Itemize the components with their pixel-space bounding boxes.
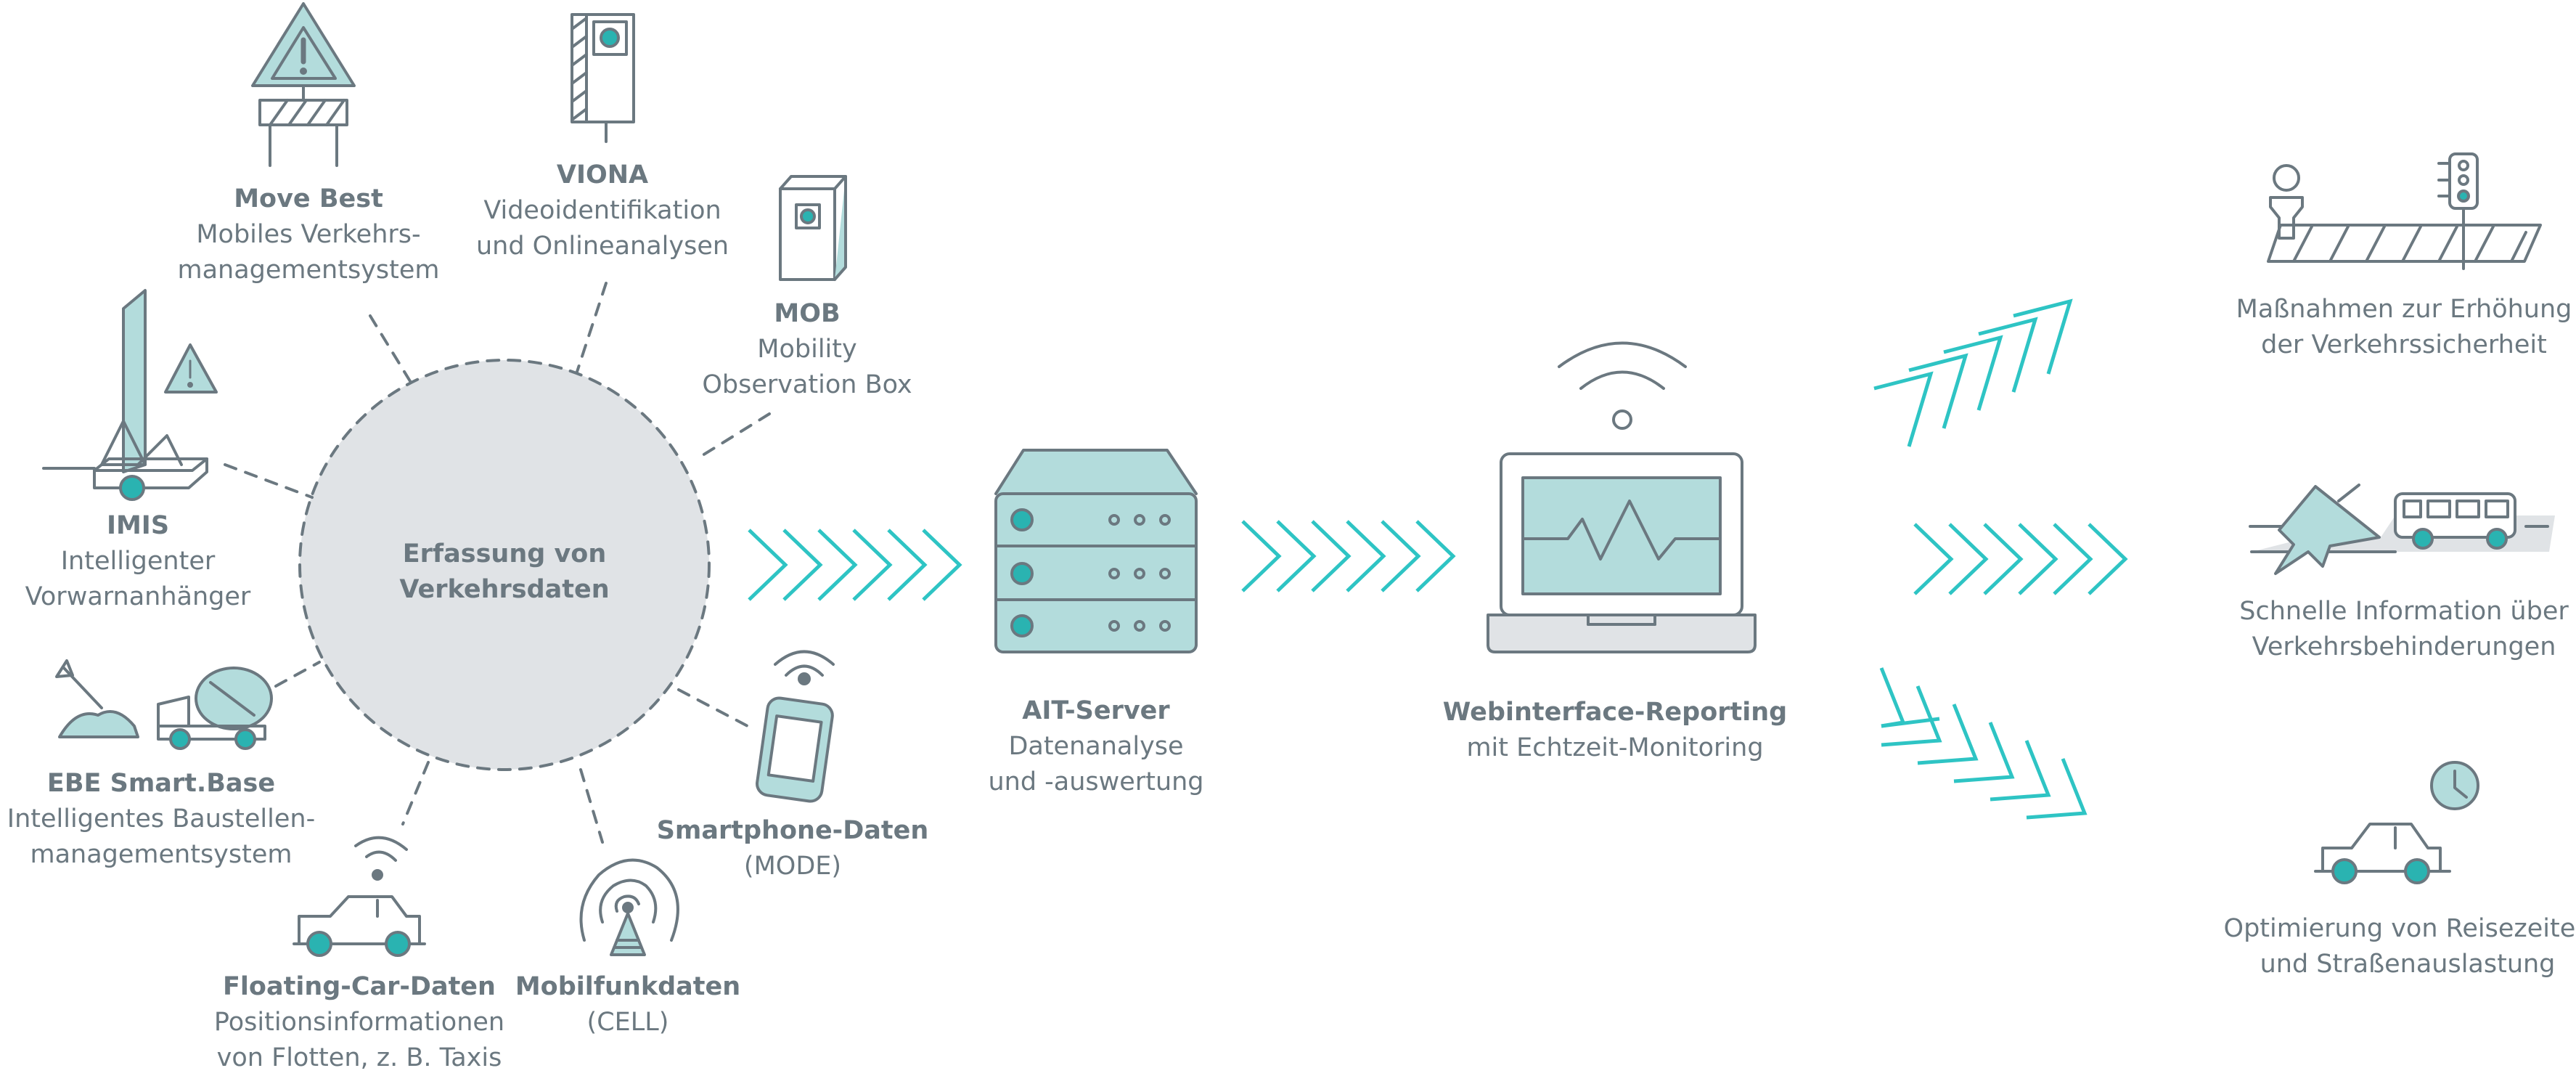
source-title: Smartphone-Daten — [656, 816, 929, 845]
source-subtitle: Videoidentifikation — [483, 196, 721, 225]
source-subtitle: Positionsinformationen — [213, 1008, 505, 1037]
source-title: VIONA — [556, 160, 649, 189]
flow-arrows-upper — [1873, 298, 2073, 447]
source-title: Mobilfunkdaten — [515, 972, 741, 1001]
source-label-floating-car: Floating-Car-Daten Positionsinformatione… — [214, 969, 504, 1076]
source-title: EBE Smart.Base — [46, 769, 276, 798]
box-icon — [779, 175, 847, 281]
web-subtitle: mit Echtzeit-Monitoring — [1466, 733, 1764, 762]
source-title: Floating-Car-Daten — [223, 972, 496, 1001]
flow-arrows-lower — [1879, 667, 2088, 820]
outcome-line: Verkehrsbehinderungen — [2252, 632, 2556, 661]
outcome-line: Schnelle Information über — [2239, 597, 2569, 626]
outcome-line: Optimierung von Reisezeiten — [2223, 914, 2576, 943]
source-subtitle: Mobility — [757, 335, 857, 364]
source-label-mob: MOB Mobility Observation Box — [702, 296, 912, 403]
source-label-mobilfunk: Mobilfunkdaten (CELL) — [515, 969, 740, 1040]
laptop-wifi-icon — [1487, 341, 1757, 653]
source-subtitle: Mobiles Verkehrs- — [196, 220, 421, 249]
flow-arrows-middle — [1913, 523, 2128, 595]
source-subtitle: und Onlineanalysen — [475, 232, 729, 261]
web-label: Webinterface-Reporting mit Echtzeit-Moni… — [1443, 695, 1787, 766]
server-icon — [994, 449, 1198, 653]
server-label: AIT-Server Datenanalyse und -auswertung — [988, 693, 1203, 800]
server-title: AIT-Server — [1022, 696, 1170, 725]
server-subtitle: und -auswertung — [988, 767, 1204, 796]
source-label-move-best: Move Best Mobiles Verkehrs- managementsy… — [178, 182, 440, 288]
flow-arrows-to-server — [748, 529, 962, 601]
outcome-line: und Straßenauslastung — [2260, 950, 2556, 979]
source-subtitle: Vorwarnanhänger — [25, 582, 251, 611]
camera-pole-icon — [571, 13, 635, 143]
outcome-label-information: Schnelle Information über Verkehrsbehind… — [2239, 594, 2569, 665]
connected-car-icon — [293, 836, 426, 957]
source-subtitle: (CELL) — [586, 1008, 669, 1037]
outcome-label-safety: Maßnahmen zur Erhöhung der Verkehrssiche… — [2236, 292, 2572, 363]
smartphone-icon — [756, 650, 835, 803]
construction-truck-icon — [55, 659, 273, 750]
source-title: MOB — [774, 299, 841, 328]
cell-tower-icon — [579, 858, 679, 956]
source-label-ebe: EBE Smart.Base Intelligentes Baustellen-… — [7, 766, 315, 873]
source-label-viona: VIONA Videoidentifikation und Onlineanal… — [476, 158, 729, 264]
crash-bus-icon — [2249, 484, 2556, 575]
outcome-label-travel-time: Optimierung von Reisezeiten und Straßena… — [2224, 911, 2576, 982]
source-title: Move Best — [234, 184, 383, 213]
source-subtitle: Intelligenter — [60, 547, 216, 576]
warning-trailer-icon — [42, 289, 218, 501]
outcome-line: der Verkehrssicherheit — [2261, 330, 2547, 359]
outcome-line: Maßnahmen zur Erhöhung — [2236, 295, 2572, 324]
center-label: Erfassung von Verkehrsdaten — [399, 537, 609, 608]
warning-barrier-icon — [251, 2, 356, 167]
connector-lines — [224, 282, 771, 844]
source-subtitle: Intelligentes Baustellen- — [7, 804, 316, 834]
source-subtitle: Observation Box — [702, 370, 912, 399]
car-clock-icon — [2314, 761, 2479, 884]
source-subtitle: managementsystem — [177, 256, 440, 285]
source-title: IMIS — [106, 511, 170, 540]
flow-arrows-to-web — [1241, 520, 1456, 592]
source-subtitle: (MODE) — [743, 852, 842, 881]
source-subtitle: managementsystem — [30, 840, 293, 869]
center-label-line2: Verkehrsdaten — [399, 575, 610, 604]
source-label-imis: IMIS Intelligenter Vorwarnanhänger — [25, 508, 251, 615]
source-label-smartphone: Smartphone-Daten (MODE) — [657, 813, 929, 884]
crosswalk-traffic-light-icon — [2267, 152, 2542, 270]
center-label-line1: Erfassung von — [402, 539, 607, 568]
source-subtitle: von Flotten, z. B. Taxis — [216, 1043, 502, 1072]
collection-circle — [298, 359, 711, 771]
web-title: Webinterface-Reporting — [1442, 698, 1788, 727]
server-subtitle: Datenanalyse — [1008, 732, 1184, 761]
